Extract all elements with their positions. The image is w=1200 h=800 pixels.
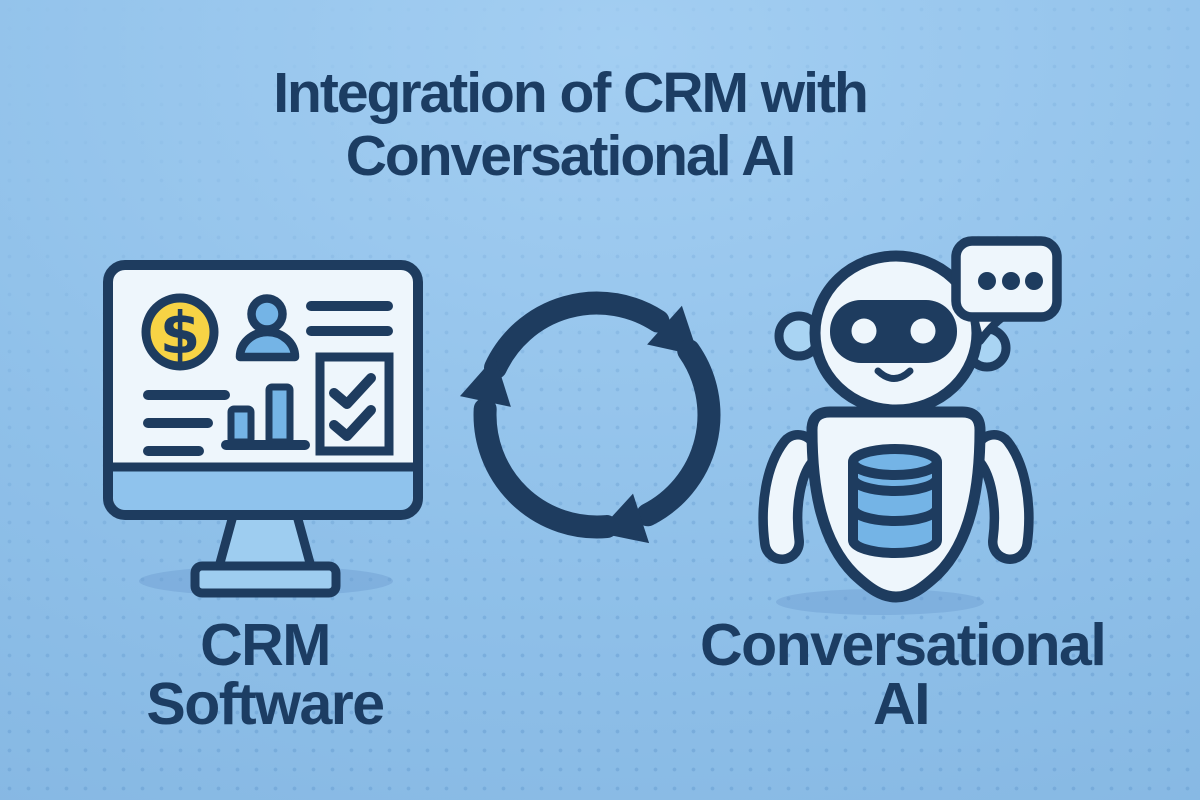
database-icon xyxy=(848,444,942,558)
user-icon xyxy=(235,294,300,362)
text-line xyxy=(143,446,204,456)
robot-eye-right xyxy=(910,318,936,344)
sync-arrows-icon xyxy=(459,291,721,544)
checklist-icon xyxy=(315,352,394,456)
conversational-ai-label: Conversational AI xyxy=(700,612,1107,737)
arrow-arc xyxy=(484,291,699,380)
title-line-1: Integration of CRM with xyxy=(273,61,869,125)
ai-label-line-2: AI xyxy=(873,671,931,737)
monitor-stand-base xyxy=(190,561,341,598)
speech-dot xyxy=(1025,272,1043,290)
main-title: Integration of CRM with Conversational A… xyxy=(0,61,1200,189)
robot-eye-left xyxy=(851,318,877,344)
crm-software-label: CRM Software xyxy=(70,616,460,734)
crm-label-line-2: Software xyxy=(146,671,385,737)
user-shoulders xyxy=(235,327,300,362)
robot-smile xyxy=(874,367,914,382)
chart-baseline xyxy=(221,440,310,450)
checklist-card xyxy=(315,352,394,456)
monitor-bezel xyxy=(113,467,413,511)
robot-arm-left xyxy=(758,430,820,564)
ai-robot-illustration xyxy=(758,236,1062,615)
speech-bubble-icon xyxy=(951,236,1062,345)
dollar-coin-icon xyxy=(141,293,219,371)
text-line xyxy=(143,390,230,400)
text-line xyxy=(306,326,393,336)
title-line-2: Conversational AI xyxy=(345,124,797,189)
arrow-arc xyxy=(459,356,619,539)
crm-label-line-1: CRM xyxy=(200,612,331,678)
chart-bar xyxy=(227,405,255,446)
checkmark-icon xyxy=(329,373,376,409)
robot-visor xyxy=(830,300,957,363)
robot-arm-right xyxy=(972,430,1034,564)
monitor-frame xyxy=(103,260,423,520)
chart-bar xyxy=(265,383,294,446)
speech-dot xyxy=(1002,272,1020,290)
ai-label-line-1: Conversational xyxy=(700,612,1107,678)
database-top xyxy=(848,444,942,480)
robot-shadow xyxy=(776,589,984,615)
user-head xyxy=(247,294,287,334)
checkmark-icon xyxy=(329,405,376,441)
text-line xyxy=(306,301,393,311)
speech-dot xyxy=(978,272,996,290)
crm-monitor-illustration: $ xyxy=(103,260,423,598)
bar-chart-icon xyxy=(221,383,310,450)
dollar-sign: $ xyxy=(160,299,200,367)
text-line xyxy=(143,418,213,428)
